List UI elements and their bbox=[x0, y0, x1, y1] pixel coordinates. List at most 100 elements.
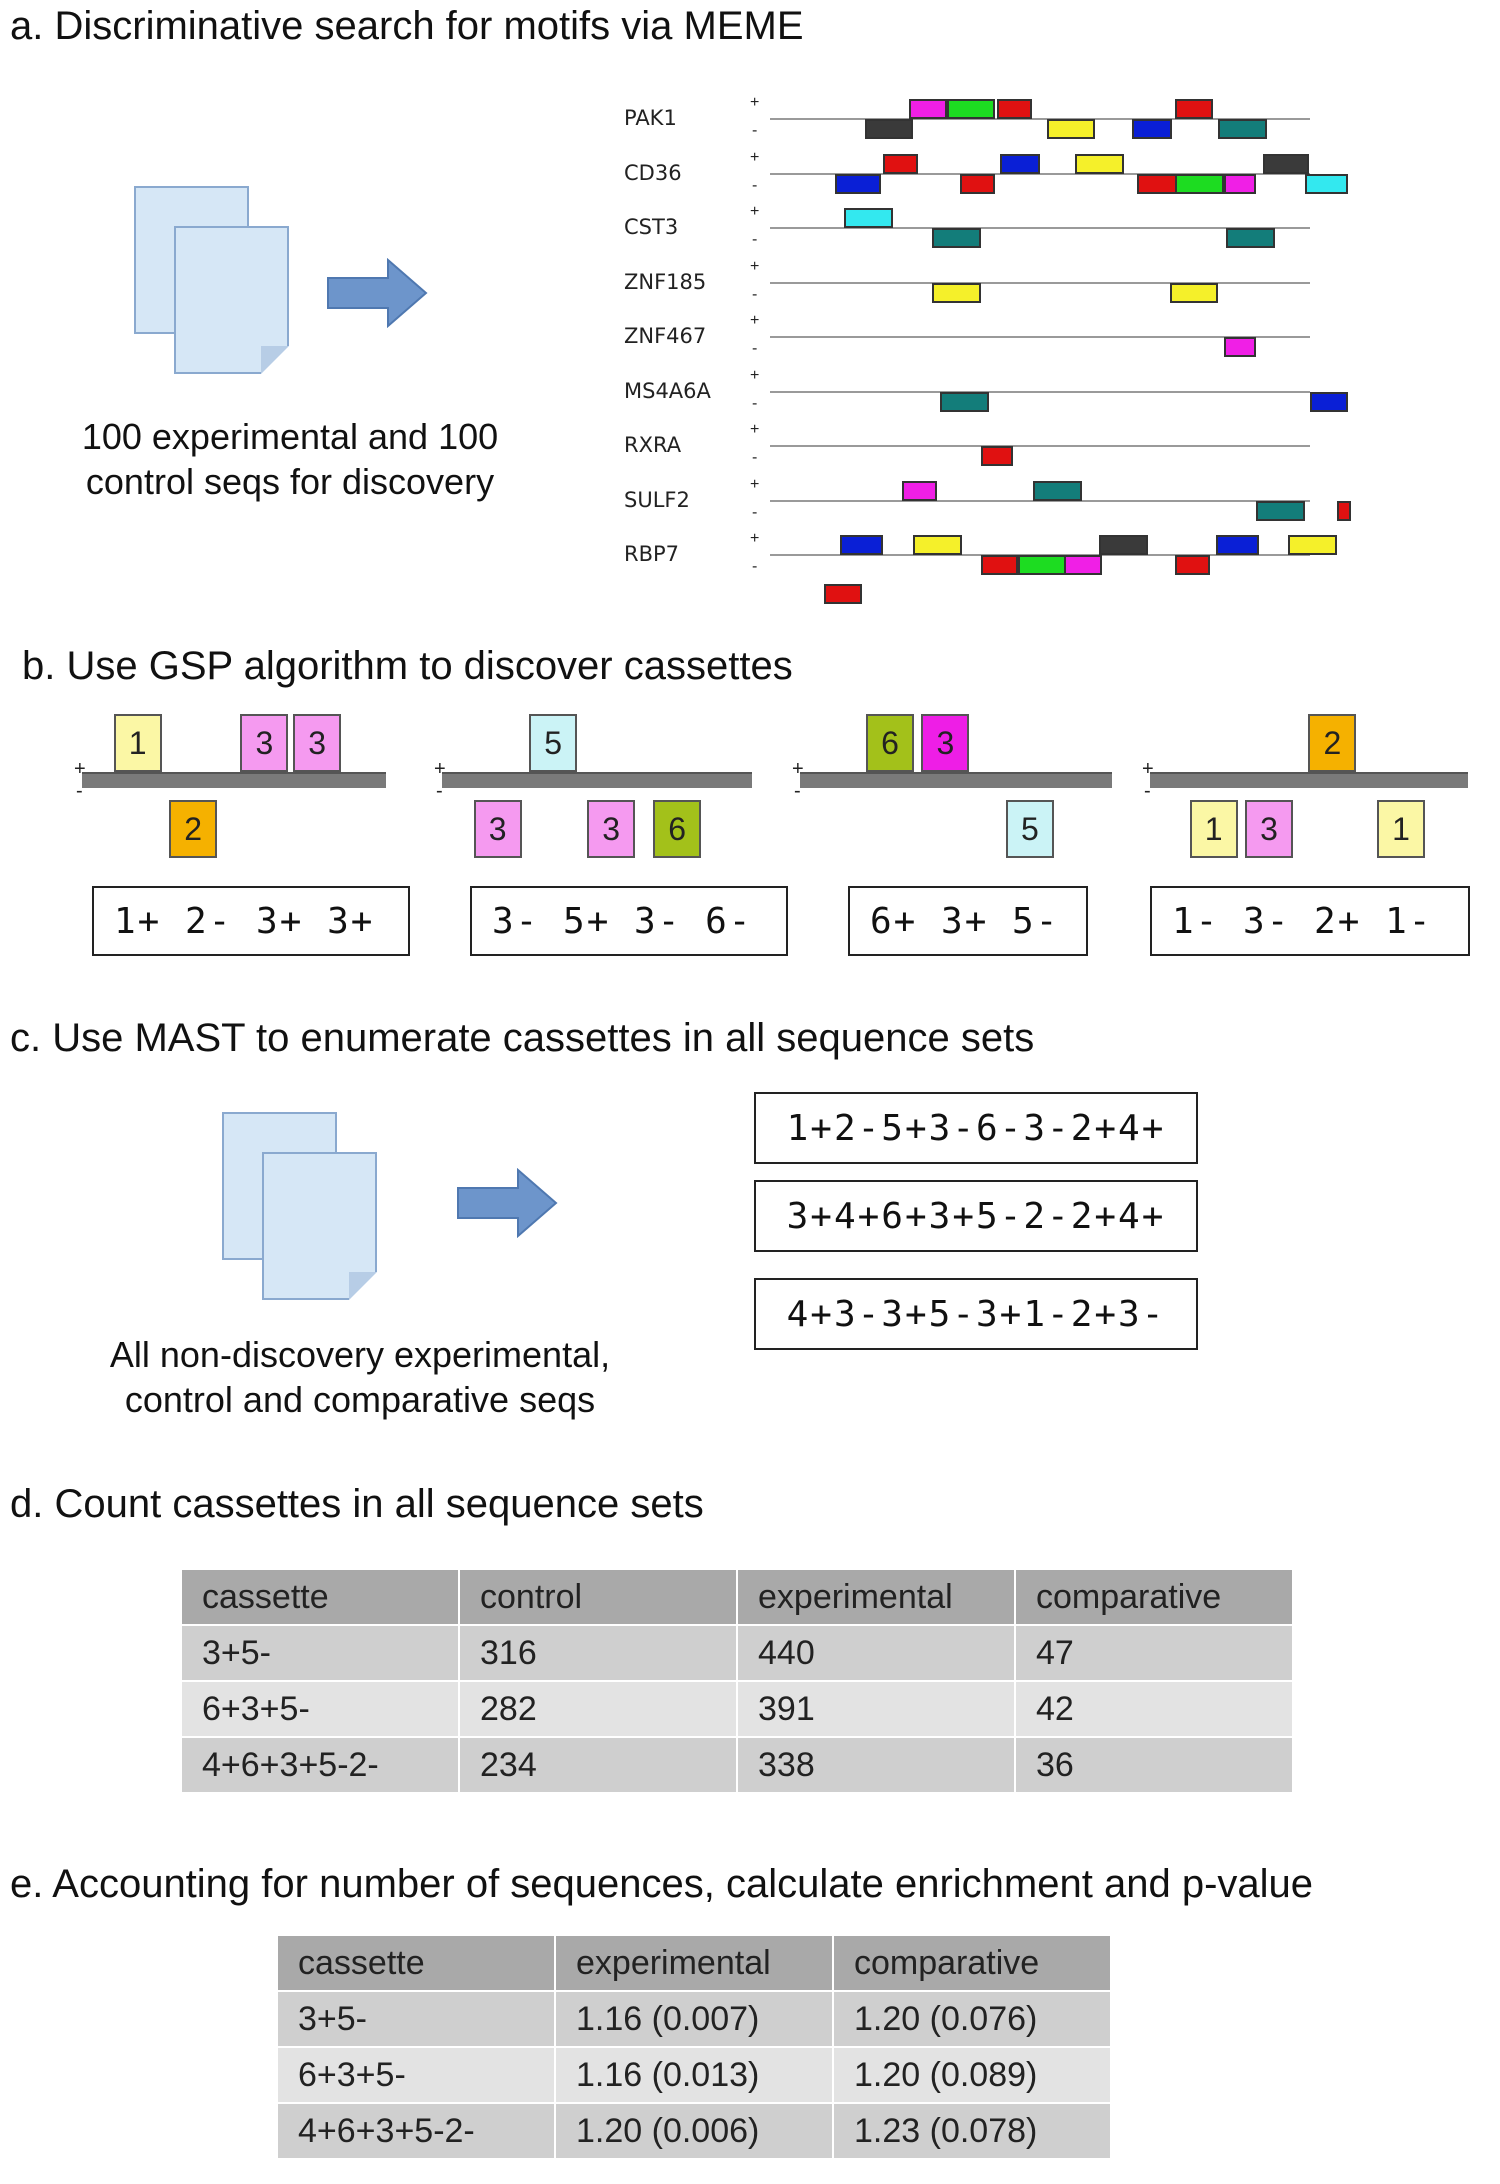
motif-block-plus bbox=[909, 99, 947, 119]
motif-box-minus: 2 bbox=[169, 800, 218, 858]
plus-strand-sign: + bbox=[750, 475, 760, 493]
plus-strand-sign: + bbox=[434, 758, 446, 780]
gene-label: CD36 bbox=[624, 160, 682, 185]
gene-label: MS4A6A bbox=[624, 378, 711, 403]
motif-box-plus: 3 bbox=[240, 714, 289, 772]
discovery-caption-line1: 100 experimental and 100 bbox=[81, 416, 499, 457]
motif-block-minus bbox=[1256, 500, 1305, 521]
table-cell: 391 bbox=[736, 1680, 1016, 1738]
strand-bar bbox=[82, 772, 386, 788]
motif-block-plus bbox=[1288, 535, 1337, 555]
section-e-title: e. Accounting for number of sequences, c… bbox=[10, 1862, 1314, 1906]
right-arrow-icon bbox=[457, 1168, 558, 1238]
section-a-title: a. Discriminative search for motifs via … bbox=[10, 4, 804, 48]
motif-box-minus: 5 bbox=[1005, 800, 1054, 858]
motif-block-minus bbox=[1337, 500, 1351, 521]
header-cell: cassette bbox=[180, 1568, 460, 1626]
plus-strand-sign: + bbox=[750, 421, 760, 438]
motif-block-plus bbox=[1075, 153, 1124, 174]
motif-block-plus bbox=[902, 480, 938, 501]
motif-box-plus: 1 bbox=[113, 714, 162, 772]
motif-block-minus bbox=[980, 446, 1013, 466]
gene-label: ZNF185 bbox=[624, 269, 707, 294]
minus-strand-sign: - bbox=[752, 231, 758, 248]
motif-block-plus bbox=[946, 99, 996, 119]
plus-strand-sign: + bbox=[750, 312, 760, 329]
motif-block-minus bbox=[1218, 119, 1267, 139]
motif-block-plus bbox=[913, 535, 962, 555]
motif-block-plus bbox=[840, 535, 884, 555]
minus-strand-sign: - bbox=[752, 394, 758, 412]
motif-box-plus: 3 bbox=[293, 714, 342, 772]
enrichment-table: cassette experimental comparative 3+5- 1… bbox=[276, 1934, 1112, 2160]
enumeration-caption-line1: All non-discovery experimental, bbox=[109, 1334, 611, 1375]
table-header-row: cassette control experimental comparativ… bbox=[180, 1568, 1294, 1626]
motif-box-plus: 2 bbox=[1308, 714, 1357, 772]
gene-label: CST3 bbox=[624, 215, 679, 239]
table-cell: 6+3+5- bbox=[276, 2046, 556, 2104]
table-row: 3+5- 316 440 47 bbox=[180, 1624, 1294, 1682]
motif-box-minus: 1 bbox=[1189, 800, 1238, 858]
table-cell: 4+6+3+5-2- bbox=[276, 2102, 556, 2160]
gene-label: SULF2 bbox=[624, 487, 690, 512]
document-front-icon bbox=[174, 226, 289, 374]
motif-block-minus bbox=[940, 391, 989, 412]
header-cell: experimental bbox=[554, 1934, 834, 1992]
motif-box-minus: 6 bbox=[653, 800, 702, 858]
motif-block-minus bbox=[1064, 555, 1103, 575]
table-cell: 440 bbox=[736, 1624, 1016, 1682]
header-cell: comparative bbox=[1014, 1568, 1294, 1626]
minus-strand-sign: - bbox=[76, 780, 83, 802]
motif-block-minus bbox=[1223, 173, 1256, 194]
enumeration-caption-line2: control and comparative seqs bbox=[124, 1379, 596, 1420]
motif-box-minus: 3 bbox=[587, 800, 636, 858]
motif-block-minus bbox=[1226, 228, 1275, 248]
cassette-box: 6+ 3+ 5- bbox=[848, 886, 1088, 956]
motif-block-minus bbox=[1175, 555, 1211, 575]
section-c-title: c. Use MAST to enumerate cassettes in al… bbox=[10, 1016, 1035, 1060]
motif-block-minus bbox=[1018, 555, 1067, 575]
motif-block-minus bbox=[960, 173, 996, 194]
minus-strand-sign: - bbox=[752, 558, 758, 575]
strand-bar bbox=[800, 772, 1112, 788]
table-row: 3+5- 1.16 (0.007) 1.20 (0.076) bbox=[276, 1990, 1112, 2048]
sequence-line bbox=[770, 390, 1310, 393]
motif-block-minus bbox=[1310, 391, 1348, 412]
motif-block-plus bbox=[844, 208, 893, 228]
motif-block-plus bbox=[1262, 153, 1309, 174]
cassette-box: 3- 5+ 3- 6- bbox=[470, 886, 788, 956]
gene-label: ZNF467 bbox=[624, 324, 707, 348]
strand-bar bbox=[1150, 772, 1468, 788]
cassette-box: 1+ 2- 3+ 3+ bbox=[92, 886, 410, 956]
discovery-caption: 100 experimental and 100 control seqs fo… bbox=[40, 414, 540, 504]
right-arrow-icon bbox=[327, 258, 428, 328]
plus-strand-sign: + bbox=[750, 530, 760, 547]
section-d-title: d. Count cassettes in all sequence sets bbox=[10, 1482, 704, 1526]
minus-strand-sign: - bbox=[752, 285, 758, 303]
sequence-line bbox=[770, 281, 1310, 284]
enumeration-caption: All non-discovery experimental, control … bbox=[60, 1332, 660, 1422]
table-cell: 234 bbox=[458, 1736, 738, 1794]
motif-block-plus bbox=[1033, 480, 1082, 501]
motif-box-minus: 3 bbox=[473, 800, 522, 858]
meme-motif-plot: PAK1+-CD36+-CST3+-ZNF185+-ZNF467+-MS4A6A… bbox=[620, 92, 1351, 612]
table-cell: 1.20 (0.076) bbox=[832, 1990, 1112, 2048]
table-cell: 3+5- bbox=[276, 1990, 556, 2048]
motif-block-plus bbox=[1099, 535, 1148, 555]
table-row: 4+6+3+5-2- 1.20 (0.006) 1.23 (0.078) bbox=[276, 2102, 1112, 2160]
motif-block-minus bbox=[980, 555, 1019, 575]
sequence-line bbox=[770, 172, 1310, 175]
motif-box-plus: 6 bbox=[866, 714, 914, 772]
minus-strand-sign: - bbox=[752, 503, 758, 521]
table-cell: 1.16 (0.007) bbox=[554, 1990, 834, 2048]
motif-block-minus bbox=[1046, 119, 1096, 139]
plus-strand-sign: + bbox=[750, 203, 760, 220]
cassette-box: 4+3-3+5-3+1-2+3- bbox=[754, 1278, 1198, 1350]
minus-strand-sign: - bbox=[794, 780, 801, 802]
motif-block-minus bbox=[864, 119, 914, 139]
motif-block-plus bbox=[1175, 99, 1213, 119]
motif-block-minus bbox=[1223, 337, 1256, 357]
table-cell: 6+3+5- bbox=[180, 1680, 460, 1738]
table-cell: 1.23 (0.078) bbox=[832, 2102, 1112, 2160]
gene-label: RBP7 bbox=[624, 542, 680, 566]
